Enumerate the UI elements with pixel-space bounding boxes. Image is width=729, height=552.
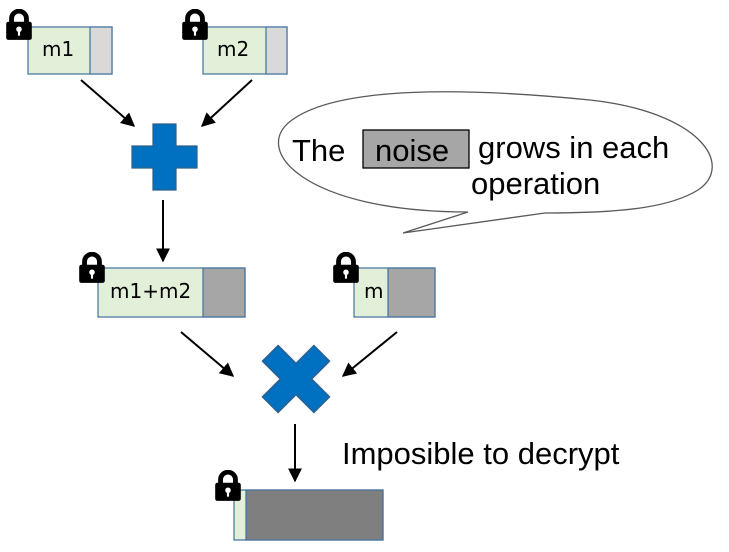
noise-segment — [265, 26, 288, 75]
ciphertext-label: m1+m2 — [110, 279, 191, 303]
plus-icon — [131, 123, 198, 191]
noise-segment — [245, 489, 384, 541]
noise-highlight-box — [362, 129, 470, 169]
ciphertext-label: m1 — [42, 37, 74, 61]
ciphertext-m1: m1 — [6, 11, 113, 75]
ciphertext-label: m2 — [217, 37, 249, 61]
callout-line2: operation — [471, 166, 600, 201]
lock-icon — [79, 254, 105, 283]
noise-segment — [89, 26, 113, 75]
lock-icon — [215, 472, 241, 501]
callout-prefix: The — [292, 133, 345, 168]
speech-bubble — [277, 91, 713, 234]
noise-callout: The noise grows in each operation — [277, 91, 713, 234]
lock-icon — [6, 11, 32, 40]
arrow — [80, 79, 136, 127]
ciphertext-result — [215, 472, 384, 541]
ciphertext-m2: m2 — [182, 11, 288, 75]
decrypt-note: Imposible to decrypt — [342, 436, 620, 471]
ciphertext-label: m — [364, 279, 383, 303]
lock-icon — [182, 11, 208, 40]
callout-line1: grows in each — [478, 130, 669, 165]
ciphertext-m: m — [333, 254, 436, 318]
arrow — [180, 331, 235, 377]
arrow — [341, 331, 398, 377]
noise-segment — [202, 267, 246, 318]
callout-highlight: noise — [375, 133, 449, 168]
multiply-icon — [261, 344, 331, 414]
ciphertext-sum: m1+m2 — [79, 254, 246, 318]
lock-icon — [333, 254, 359, 283]
noise-segment — [387, 267, 436, 318]
arrow — [200, 79, 253, 127]
